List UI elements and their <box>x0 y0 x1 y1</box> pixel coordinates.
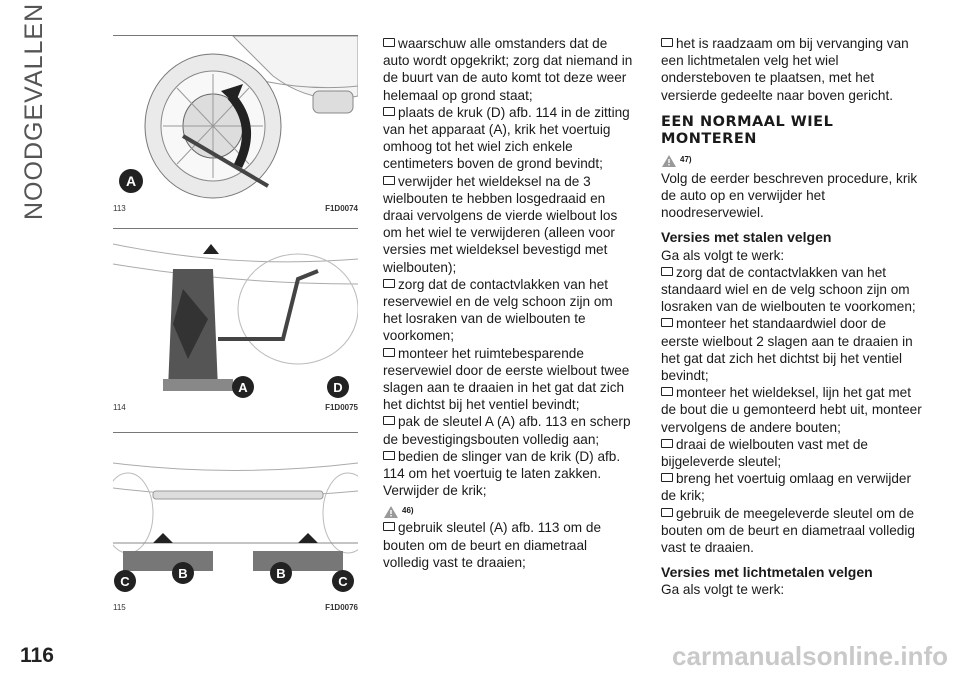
list-item: monteer het ruimtebesparende reservewiel… <box>383 345 630 413</box>
figure-115: C B B C 115 F1D0076 <box>113 432 358 613</box>
list-item: monteer het wieldeksel, lijn het gat met… <box>661 385 922 435</box>
list-item: plaats de kruk (D) afb. 114 in de zittin… <box>383 104 630 172</box>
text-column-1: waarschuw alle omstanders dat de auto wo… <box>383 35 635 571</box>
figure-code: F1D0076 <box>325 603 358 612</box>
subsection-intro: Ga als volgt te werk: <box>661 247 785 263</box>
callout-c: C <box>120 574 130 589</box>
figure-caption: 114 F1D0075 <box>113 403 358 412</box>
figure-113: A 113 F1D0074 <box>113 35 358 216</box>
callout-b: B <box>178 566 187 581</box>
figure-code: F1D0074 <box>325 204 358 213</box>
bullet-box-icon <box>383 347 395 357</box>
bullet-box-icon <box>661 438 673 448</box>
list-item: zorg dat de contactvlakken van het reser… <box>383 276 613 344</box>
warning-reference: 46) <box>383 499 635 519</box>
bullet-box-icon <box>661 507 673 517</box>
figure-caption: 115 F1D0076 <box>113 603 358 612</box>
bullet-box-icon <box>661 266 673 276</box>
callout-a: A <box>126 173 136 189</box>
bullet-box-icon <box>661 318 673 328</box>
subsection-heading: Versies met lichtmetalen velgen <box>661 564 873 581</box>
bullet-box-icon <box>383 278 395 288</box>
warning-reference: 47) <box>661 148 926 168</box>
list-item: monteer het standaardwiel door de eerste… <box>661 316 913 384</box>
bullet-box-icon <box>383 416 395 426</box>
list-item: zorg dat de contactvlakken van het stand… <box>661 264 916 315</box>
figure-number: 113 <box>113 204 126 213</box>
list-item: gebruik sleutel (A) afb. 113 om de boute… <box>383 520 602 570</box>
jack-points-illustration: C B B C <box>113 433 358 598</box>
figure-number: 115 <box>113 603 126 612</box>
list-item: verwijder het wieldeksel na de 3 wielbou… <box>383 173 618 275</box>
bullet-box-icon <box>383 106 395 116</box>
list-item: waarschuw alle omstanders dat de auto wo… <box>383 36 633 103</box>
callout-b: B <box>276 566 285 581</box>
list-item: het is raadzaam om bij vervanging van ee… <box>661 36 909 103</box>
list-item: draai de wielbouten vast met de bijgelev… <box>661 436 868 470</box>
callout-c: C <box>338 574 348 589</box>
intro-paragraph: Volg de eerder beschreven procedure, kri… <box>661 170 918 221</box>
section-heading: EEN NORMAAL WIEL MONTEREN <box>661 113 834 147</box>
list-item: breng het voertuig omlaag en verwijder d… <box>661 471 912 504</box>
bullet-box-icon <box>661 473 673 483</box>
callout-d: D <box>333 380 342 395</box>
list-item: pak de sleutel A (A) afb. 113 en scherp … <box>383 414 631 447</box>
bullet-box-icon <box>661 38 673 47</box>
figure-114: A D 114 F1D0075 <box>113 228 358 413</box>
bullet-box-icon <box>383 175 395 185</box>
figure-number: 114 <box>113 403 126 412</box>
bullet-box-icon <box>383 522 395 532</box>
figure-caption: 113 F1D0074 <box>113 204 358 213</box>
section-title-vertical: NOODGEVALLEN <box>20 2 48 220</box>
jack-illustration: A D <box>113 229 358 399</box>
subsection-heading: Versies met stalen velgen <box>661 229 832 246</box>
warning-triangle-icon <box>662 154 676 167</box>
page-number: 116 <box>20 644 54 667</box>
subsection-intro: Ga als volgt te werk: <box>661 582 785 598</box>
figure-code: F1D0075 <box>325 403 358 412</box>
callout-a: A <box>238 380 248 395</box>
bullet-box-icon <box>383 38 395 47</box>
list-item: bedien de slinger van de krik (D) afb. 1… <box>383 448 621 499</box>
bullet-box-icon <box>661 387 673 397</box>
wheel-illustration: A <box>113 36 358 201</box>
list-item: gebruik de meegeleverde sleutel om de bo… <box>661 505 915 556</box>
warning-triangle-icon <box>384 506 398 519</box>
text-column-2: het is raadzaam om bij vervanging van ee… <box>661 35 926 599</box>
bullet-box-icon <box>383 450 395 460</box>
watermark: carmanualsonline.info <box>672 641 948 671</box>
